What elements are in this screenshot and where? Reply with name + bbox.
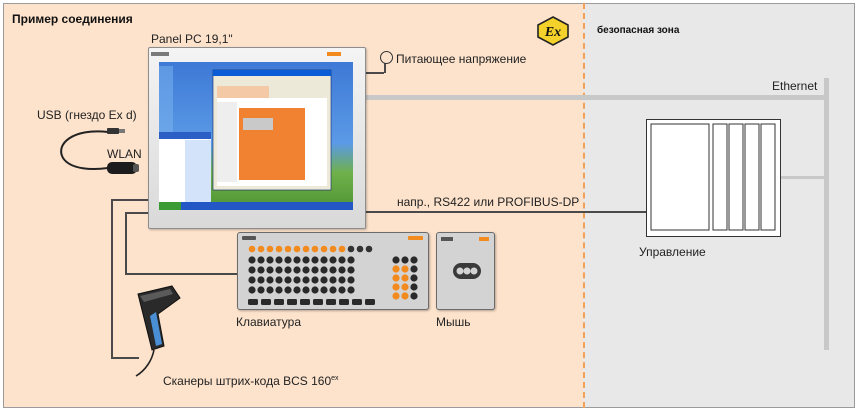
scanner-label-sup: ex [331,375,339,382]
power-link-v [384,60,386,73]
ethernet-line [364,95,826,100]
control-cabinet [646,119,781,237]
scanner-link-v [111,199,113,357]
control-module-rack [650,123,776,231]
mouse-label: Мышь [436,315,471,329]
control-ethernet-link [779,176,824,179]
barcode-scanner-icon [135,285,181,377]
panel-screen [159,62,353,210]
ethernet-label: Ethernet [772,79,818,93]
power-label: Питающее напряжение [396,52,527,66]
keyboard-label: Клавиатура [236,315,301,329]
panel-pc-label: Panel PC 19,1" [151,32,233,46]
power-link-h [364,72,384,74]
bus-label: напр., RS422 или PROFIBUS-DP [397,195,580,209]
keyboard-link-h [125,212,148,214]
wlan-usb-stick-icon [60,128,139,174]
hazard-zone-title: Пример соединения [12,12,133,26]
desktop-screenshot [159,66,353,210]
mouse-pad [436,232,495,310]
ethernet-riser [824,78,829,350]
bus-line [364,211,646,213]
power-connector-icon [380,51,393,64]
safe-zone-title: безопасная зона [597,25,680,36]
scanner-link-h [111,199,148,201]
scanner-label-text: Сканеры штрих-кода BCS 160 [163,374,332,388]
ex-badge-text: Ex [544,25,561,40]
keyboard [237,232,429,310]
mouse-pad-graphic [441,237,489,279]
keyboard-link-v [125,212,127,274]
wlan-label: WLAN [107,147,142,161]
scanner-link-end [111,357,139,359]
control-label: Управление [639,245,706,259]
panel-pc [148,47,366,229]
usb-label: USB (гнездо Ex d) [37,108,137,122]
keyboard-keys [242,236,423,305]
keyboard-link-end [125,273,237,275]
zone-divider [583,3,585,408]
panel-brand-strip [151,52,341,56]
ex-hazard-icon: Ex [537,16,569,46]
scanner-label: Сканеры штрих-кода BCS 160ex [163,374,339,388]
